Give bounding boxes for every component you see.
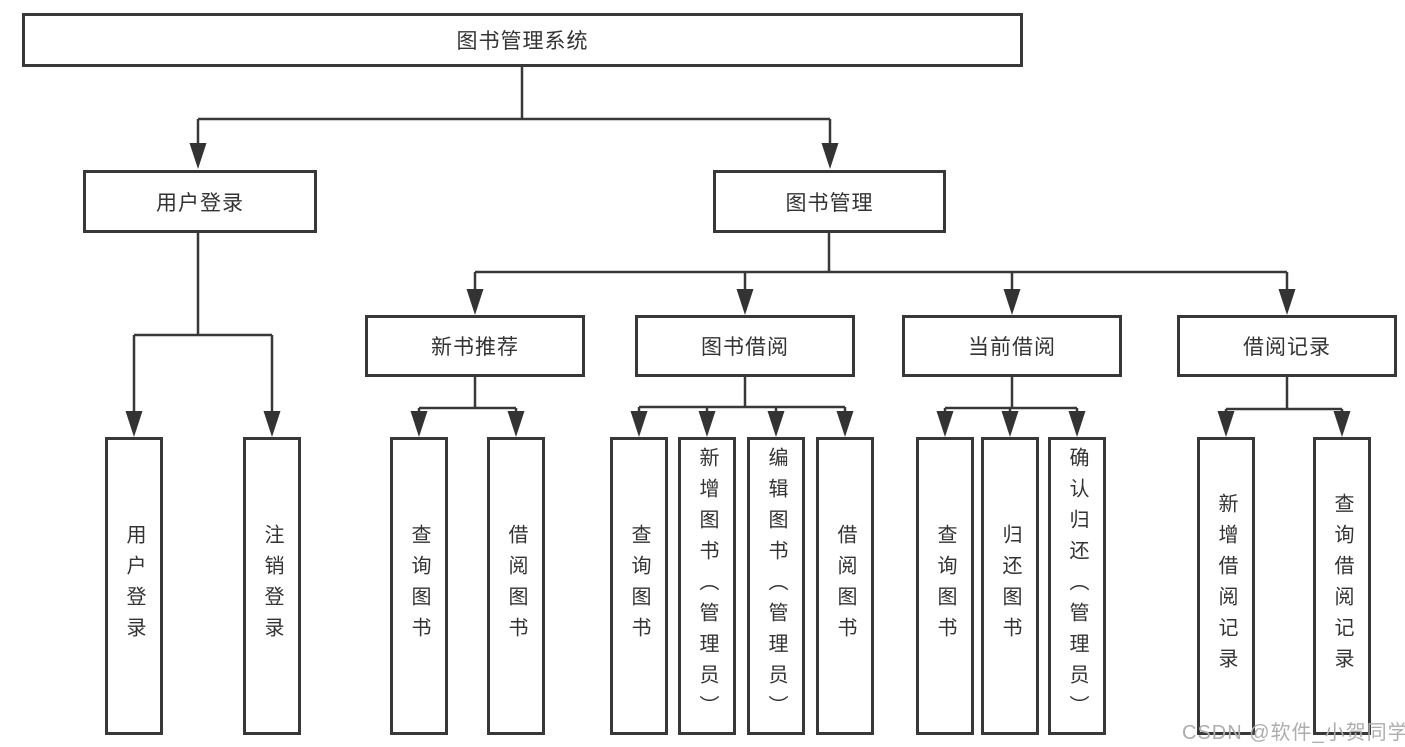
node-user-login: 用户登录	[83, 170, 317, 233]
leaf-return-book: 归还图书	[981, 437, 1039, 735]
node-borrowing-records: 借阅记录	[1177, 315, 1397, 377]
csdn-watermark: CSDN @软件_小贺同学	[1182, 722, 1405, 744]
leaf-label: 注销登录	[261, 524, 283, 648]
node-label: 当前借阅	[968, 336, 1056, 359]
node-label: 新书推荐	[431, 336, 519, 359]
leaf-label: 新增借阅记录	[1215, 493, 1237, 679]
leaf-logout: 注销登录	[243, 437, 301, 735]
leaf-label: 用户登录	[123, 524, 145, 648]
node-root-system: 图书管理系统	[22, 13, 1023, 67]
leaf-label: 查询图书	[408, 524, 430, 648]
node-label: 图书管理	[785, 191, 874, 215]
leaf-edit-book-admin: 编辑图书（管理员）	[747, 437, 805, 735]
node-label: 图书借阅	[701, 336, 789, 359]
leaf-label: 查询图书	[628, 524, 650, 648]
node-new-book-recommend: 新书推荐	[365, 315, 585, 377]
leaf-search-books-recommend: 查询图书	[390, 437, 448, 735]
node-book-borrowing: 图书借阅	[635, 315, 855, 377]
node-label: 用户登录	[156, 191, 244, 215]
node-book-management: 图书管理	[713, 170, 946, 233]
leaf-label: 查询图书	[934, 524, 956, 648]
leaf-label: 新增图书（管理员）	[696, 446, 718, 726]
leaf-search-books-borrowing: 查询图书	[610, 437, 668, 735]
node-label: 借阅记录	[1243, 336, 1331, 359]
leaf-add-book-admin: 新增图书（管理员）	[678, 437, 736, 735]
leaf-label: 借阅图书	[505, 524, 527, 648]
leaf-label: 编辑图书（管理员）	[765, 446, 787, 726]
leaf-user-login: 用户登录	[105, 437, 163, 735]
leaf-borrow-books-borrowing: 借阅图书	[816, 437, 874, 735]
node-current-borrowing: 当前借阅	[902, 315, 1122, 377]
leaf-label: 确认归还（管理员）	[1066, 446, 1088, 726]
leaf-search-books-current: 查询图书	[916, 437, 974, 735]
arrowheads	[125, 143, 1351, 437]
leaf-confirm-return-admin: 确认归还（管理员）	[1048, 437, 1106, 735]
node-label: 图书管理系统	[456, 30, 589, 53]
leaf-label: 借阅图书	[834, 524, 856, 648]
leaf-borrow-books-recommend: 借阅图书	[487, 437, 545, 735]
leaf-label: 查询借阅记录	[1331, 493, 1353, 679]
leaf-add-borrow-record: 新增借阅记录	[1197, 437, 1255, 735]
leaf-label: 归还图书	[999, 524, 1021, 648]
leaf-search-borrow-record: 查询借阅记录	[1313, 437, 1371, 735]
